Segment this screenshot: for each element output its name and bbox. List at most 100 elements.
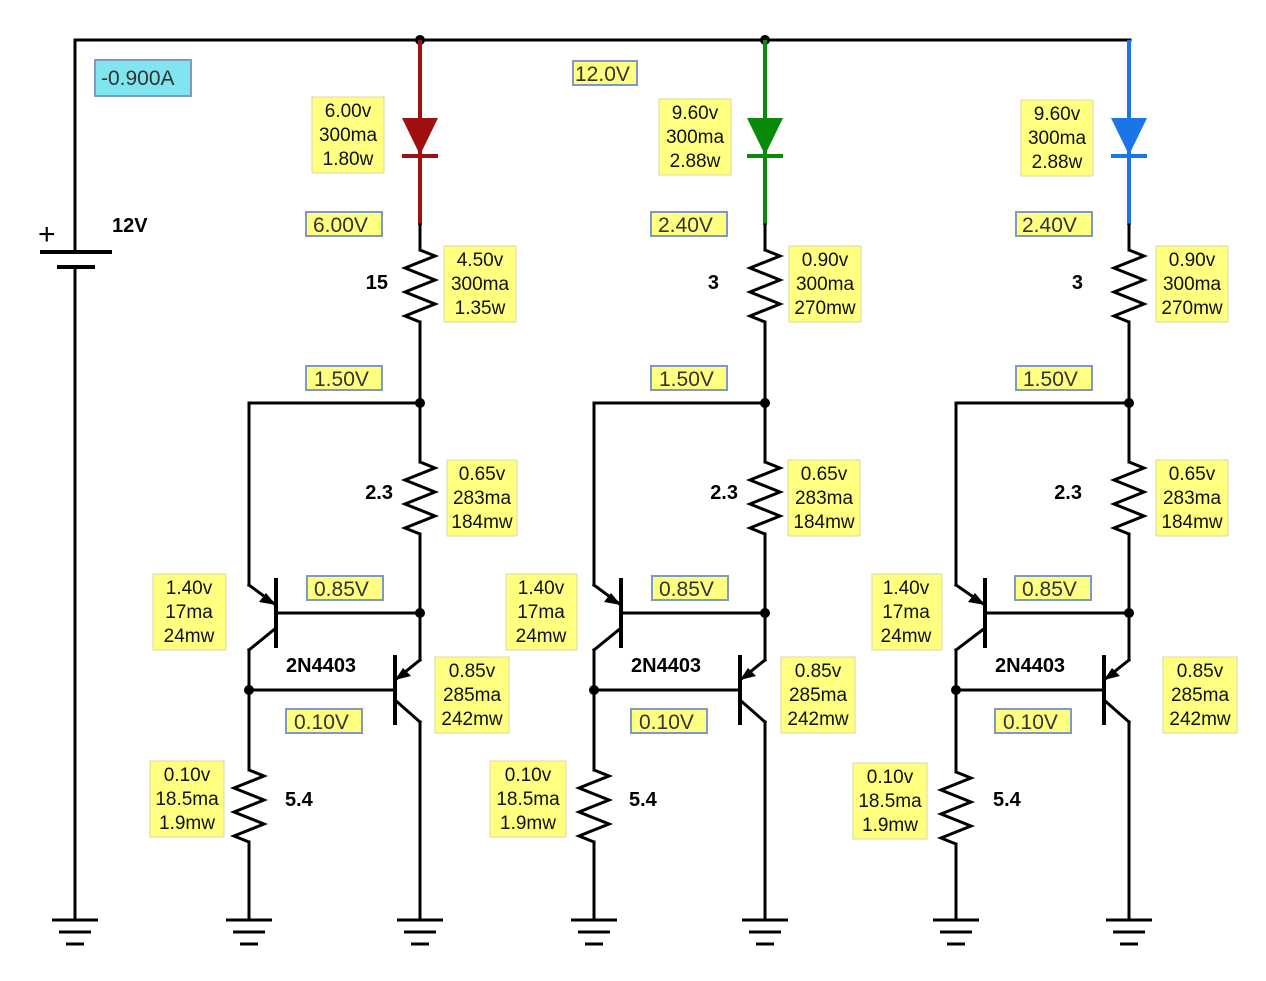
resistor-r2-icon <box>400 460 440 536</box>
resistor-r2-icon <box>1109 460 1149 536</box>
resistor-r3-icon <box>936 770 976 846</box>
led-current: 300ma <box>666 127 725 148</box>
led-red-icon <box>402 118 438 155</box>
emitter-node-voltage-box <box>651 575 729 601</box>
r1-voltage: 4.50v <box>457 250 504 271</box>
r2-readout-box <box>787 459 861 537</box>
bus-voltage-readout: 12.0V <box>575 63 630 86</box>
r1-voltage: 0.90v <box>802 250 849 271</box>
ground-icon <box>1106 918 1152 946</box>
led-node-voltage-box <box>650 211 728 237</box>
q2-power: 242mw <box>1169 709 1231 730</box>
r3-voltage: 0.10v <box>505 765 552 786</box>
q1-voltage: 1.40v <box>518 578 565 599</box>
r1-label: 15 <box>366 272 388 294</box>
r3-readout-box <box>149 760 225 838</box>
q1-power: 24mw <box>881 626 932 647</box>
q2-power: 242mw <box>787 709 849 730</box>
r1-power: 270mw <box>1161 298 1223 319</box>
r3-voltage: 0.10v <box>867 767 914 788</box>
top-node-voltage: 1.50V <box>659 368 714 391</box>
q1-current: 17ma <box>165 602 213 623</box>
r2-current: 283ma <box>1163 488 1222 509</box>
r3-current: 18.5ma <box>858 791 922 812</box>
q2-arrow-icon <box>395 668 411 680</box>
current-readout: -0.900A <box>101 67 175 90</box>
led-readout-box <box>658 98 732 176</box>
emitter-node-voltage-box <box>1014 575 1092 601</box>
r2-current: 283ma <box>453 488 512 509</box>
q2-collector <box>1101 697 1132 725</box>
top-node-voltage: 1.50V <box>1023 368 1078 391</box>
ground-icon <box>742 918 788 946</box>
r3-power: 1.9mw <box>159 813 215 834</box>
top-node-voltage-box <box>650 365 728 391</box>
ground-icon <box>397 918 443 946</box>
r2-voltage: 0.65v <box>459 464 506 485</box>
emitter-node-voltage: 0.85V <box>1022 578 1077 601</box>
resistor-r3-icon <box>229 768 269 844</box>
top-node-voltage-box <box>1015 365 1093 391</box>
transistor-label: 2N4403 <box>631 655 701 677</box>
q2-power: 242mw <box>441 709 503 730</box>
r1-current: 300ma <box>796 274 855 295</box>
base-node-voltage: 0.10V <box>294 711 349 734</box>
led-node-voltage: 2.40V <box>1022 214 1077 237</box>
emitter-node-voltage-box <box>306 575 384 601</box>
led-current: 300ma <box>1028 128 1087 149</box>
base-node-voltage-box <box>630 708 708 734</box>
q1-arrow-icon <box>968 593 985 605</box>
q2-voltage: 0.85v <box>795 661 842 682</box>
q1-readout-box <box>152 573 227 651</box>
q2-voltage: 0.85v <box>449 661 496 682</box>
branch-blue: 9.60v 300ma 2.88w 2.40V 3 0.90v 300ma 27… <box>852 40 1238 946</box>
q1-readout-box <box>871 573 943 651</box>
led-readout-box <box>311 96 385 174</box>
led-green-icon <box>747 118 783 155</box>
r1-current: 300ma <box>451 274 510 295</box>
r2-voltage: 0.65v <box>801 464 848 485</box>
transistor-label: 2N4403 <box>995 655 1065 677</box>
led-power: 1.80w <box>323 149 374 170</box>
r3-readout-box <box>852 762 928 840</box>
led-blue-icon <box>1111 118 1147 155</box>
r2-readout-box <box>446 459 518 537</box>
r3-label: 5.4 <box>629 789 658 811</box>
q2-current: 285ma <box>789 685 848 706</box>
led-node-voltage-box <box>1015 211 1093 237</box>
r3-current: 18.5ma <box>496 789 560 810</box>
base-node-voltage-box <box>285 708 363 734</box>
q1-current: 17ma <box>882 602 930 623</box>
q2-arrow-icon <box>740 668 756 680</box>
r2-power: 184mw <box>793 512 855 533</box>
led-voltage: 9.60v <box>672 103 719 124</box>
top-node-voltage-box <box>305 365 383 391</box>
r3-label: 5.4 <box>285 789 314 811</box>
led-voltage: 6.00v <box>325 101 372 122</box>
r2-power: 184mw <box>451 512 513 533</box>
r1-label: 3 <box>708 272 719 294</box>
led-power: 2.88w <box>1032 152 1083 173</box>
resistor-r3-icon <box>574 768 614 844</box>
r1-readout-box <box>1155 245 1229 323</box>
ground-icon <box>52 918 98 946</box>
led-voltage: 9.60v <box>1034 104 1081 125</box>
r3-current: 18.5ma <box>155 789 219 810</box>
r2-voltage: 0.65v <box>1169 464 1216 485</box>
q1-power: 24mw <box>164 626 215 647</box>
resistor-r1-icon <box>745 248 785 324</box>
r3-voltage: 0.10v <box>164 765 211 786</box>
r2-label: 2.3 <box>710 482 738 504</box>
r3-power: 1.9mw <box>862 815 918 836</box>
ground-icon <box>226 918 272 946</box>
q2-voltage: 0.85v <box>1177 661 1224 682</box>
emitter-node-voltage: 0.85V <box>659 578 714 601</box>
led-power: 2.88w <box>670 151 721 172</box>
base-node-voltage: 0.10V <box>639 711 694 734</box>
r2-readout-box <box>1155 459 1229 537</box>
r1-readout-box <box>788 245 862 323</box>
base-node-voltage-box <box>994 708 1072 734</box>
q1-collector <box>953 625 988 653</box>
r2-power: 184mw <box>1161 512 1223 533</box>
